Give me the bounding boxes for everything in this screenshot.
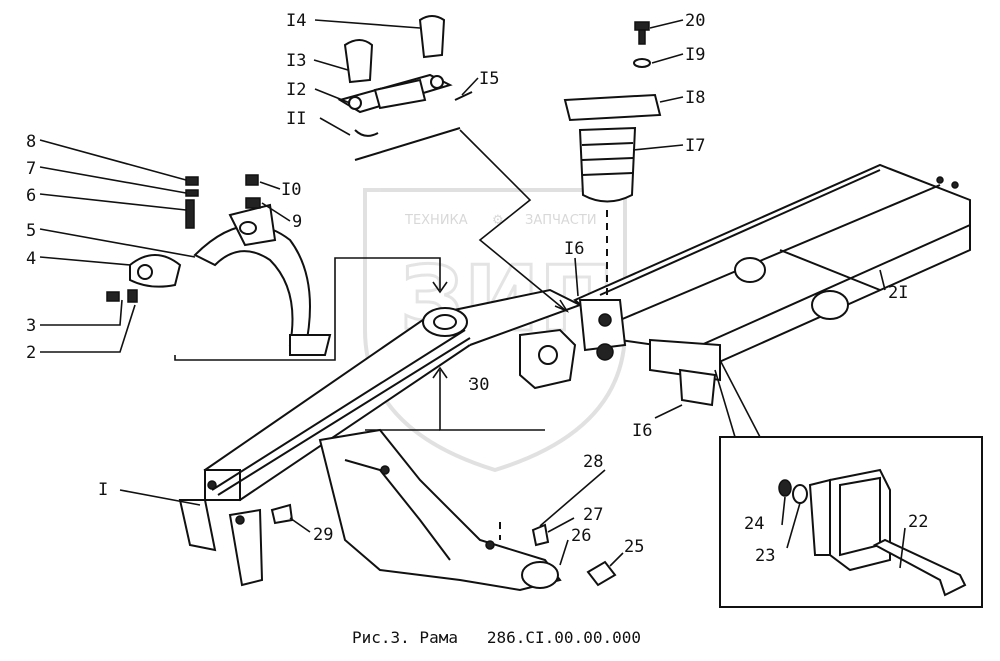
label-28: 28 [583,452,603,472]
label-13: I3 [286,51,306,71]
label-11: II [286,109,306,129]
label-10: I0 [281,180,301,200]
label-27: 27 [583,505,603,525]
label-24: 24 [744,514,764,534]
label-8: 8 [26,132,36,152]
label-17: I7 [685,136,705,156]
top-right-parts [563,21,662,300]
label-30: 30 [469,375,489,395]
label-16-bottom: I6 [632,421,652,441]
small-parts-bottom [270,503,617,587]
label-25: 25 [624,537,644,557]
label-19: I9 [685,45,705,65]
label-4: 4 [26,249,36,269]
label-7: 7 [26,159,36,179]
label-22: 22 [908,512,928,532]
label-20: 20 [685,11,705,31]
label-29: 29 [313,525,333,545]
part-labels: 8 7 6 5 4 3 2 I0 9 II I2 I3 I4 I5 20 I9 … [26,11,928,566]
central-bracket [519,299,627,390]
label-2: 2 [26,343,36,363]
top-parts [337,15,473,161]
label-3: 3 [26,316,36,336]
main-spring-beam [178,288,583,587]
watermark-text-left: ТЕХНИКА [404,213,468,228]
small-parts-left [106,174,261,303]
label-26: 26 [571,526,591,546]
label-21: 2I [888,283,908,303]
label-18: I8 [685,88,705,108]
label-12: I2 [286,80,306,100]
leader-lines [39,19,906,569]
figure-caption: Рис.3. Рама 286.СI.00.00.000 [352,628,641,647]
label-16-top: I6 [564,239,584,259]
assembly-lines [174,129,761,438]
label-5: 5 [26,221,36,241]
inset-detail [719,436,983,608]
clamp-5 [193,203,332,356]
frame-21 [573,163,971,407]
watermark-text-right: ЗАПЧАСТИ [525,213,597,228]
watermark-gear-icon: ⚙ [492,213,504,228]
label-1: I [98,480,108,500]
lower-bracket-26 [318,428,562,592]
label-9: 9 [292,212,302,232]
label-6: 6 [26,186,36,206]
label-23: 23 [755,546,775,566]
label-15: I5 [479,69,499,89]
label-14: I4 [286,11,306,31]
